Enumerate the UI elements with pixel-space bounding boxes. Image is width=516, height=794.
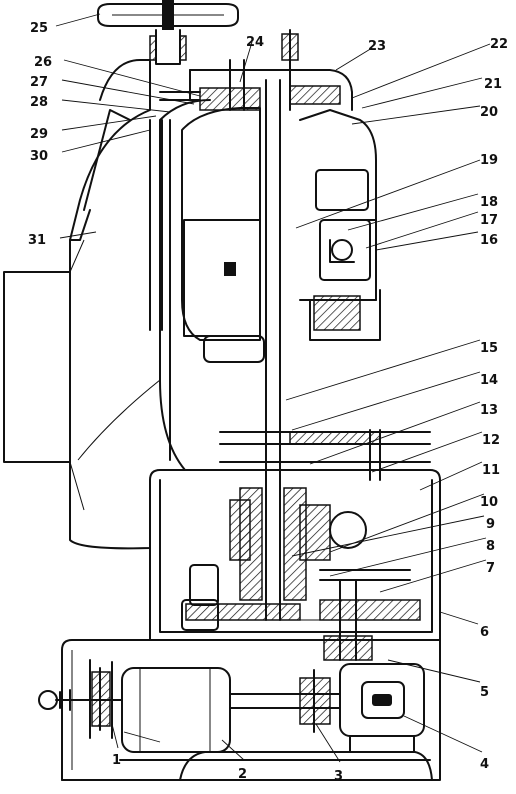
callout-labels: 1 2 3 4 5 6 7 8 9 10 11 12 13 14 15 16 1… [28,21,508,784]
callout-11: 11 [482,463,500,478]
main-column-body [3,59,211,550]
callout-24: 24 [246,35,264,50]
callout-1: 1 [112,753,121,768]
callout-20: 20 [480,105,498,120]
callout-9: 9 [486,517,495,532]
gear-reducer [339,663,425,753]
callout-7: 7 [486,561,495,576]
callout-5: 5 [480,685,489,700]
callout-16: 16 [480,233,498,248]
callout-8: 8 [486,539,495,554]
column-motor-housing [149,107,265,363]
callout-3: 3 [334,769,343,784]
callout-23: 23 [368,39,386,54]
callout-18: 18 [480,195,498,210]
leader-lines [55,13,491,763]
callout-6: 6 [480,625,489,640]
callout-2: 2 [238,767,247,782]
callout-19: 19 [480,153,498,168]
callout-15: 15 [480,341,498,356]
callout-17: 17 [480,213,498,228]
drive-shaft-and-coupling [229,669,341,733]
handwheel [97,0,239,65]
side-gear-housing [299,109,381,341]
callout-4: 4 [480,757,489,772]
motor [121,667,231,753]
lower-gear-train [181,429,431,661]
lower-gearbox-housing [149,469,441,641]
callout-25: 25 [30,21,48,36]
callout-14: 14 [480,373,498,388]
callout-28: 28 [30,95,48,110]
callout-29: 29 [30,127,48,142]
v-belt-pulley [38,659,123,739]
callout-27: 27 [30,75,48,90]
callout-30: 30 [30,149,48,164]
callout-26: 26 [34,55,52,70]
top-gear-cover [159,29,353,111]
callout-12: 12 [482,433,500,448]
callout-10: 10 [480,495,498,510]
callout-22: 22 [490,37,508,52]
callout-31: 31 [28,233,46,248]
callout-13: 13 [480,403,498,418]
callout-21: 21 [484,77,502,92]
